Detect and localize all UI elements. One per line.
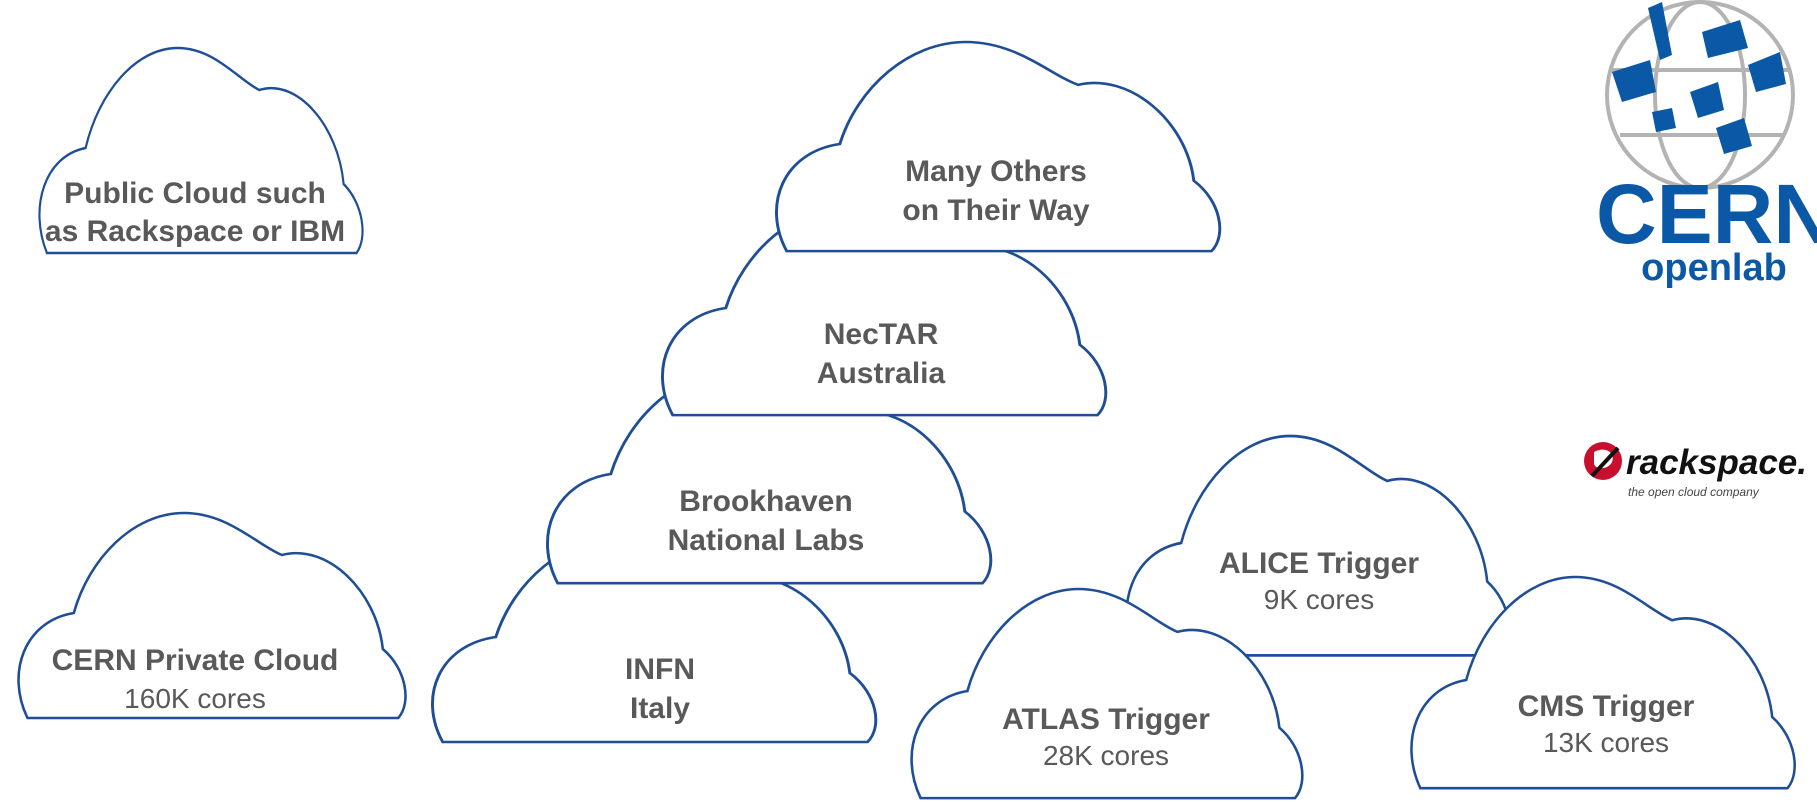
cloud-label-line: 13K cores [1543, 727, 1669, 758]
cern-logo-word: CERN [1596, 167, 1817, 261]
rackspace-logo-tagline: the open cloud company [1628, 485, 1760, 499]
cern-logo-sub: openlab [1641, 247, 1787, 289]
cloud-label-line: National Labs [668, 524, 865, 557]
cern-globe-icon [1605, 0, 1795, 190]
cloud-label-line: Brookhaven [679, 485, 852, 518]
cloud-label-line: 9K cores [1264, 584, 1375, 615]
cloud-label-line: INFN [625, 653, 695, 686]
cloud-label-line: ATLAS Trigger [1002, 703, 1210, 736]
rackspace-mark-icon [1584, 442, 1622, 480]
cloud-label-line: 160K cores [124, 683, 266, 714]
cloud-label-line: 28K cores [1043, 740, 1169, 771]
cloud-label-line: CERN Private Cloud [52, 644, 339, 677]
cloud-label-line: CMS Trigger [1518, 690, 1695, 723]
cloud-label-line: Australia [817, 357, 946, 390]
rackspace-logo-word: rackspace. [1626, 443, 1807, 482]
cloud-label-line: Many Others [905, 155, 1087, 188]
cloud-label-line: Public Cloud such [64, 177, 326, 210]
cloud-label-line: ALICE Trigger [1219, 547, 1419, 580]
rackspace-logo: rackspace. the open cloud company [1584, 442, 1807, 499]
cloud-label-line: Italy [630, 692, 690, 725]
cloud-label-line: NecTAR [824, 318, 939, 351]
cloud-label-line: on Their Way [902, 194, 1090, 227]
cloud-alice [1125, 434, 1512, 657]
cern-openlab-logo: CERN openlab [1596, 0, 1817, 289]
cloud-label-line: as Rackspace or IBM [45, 215, 345, 248]
